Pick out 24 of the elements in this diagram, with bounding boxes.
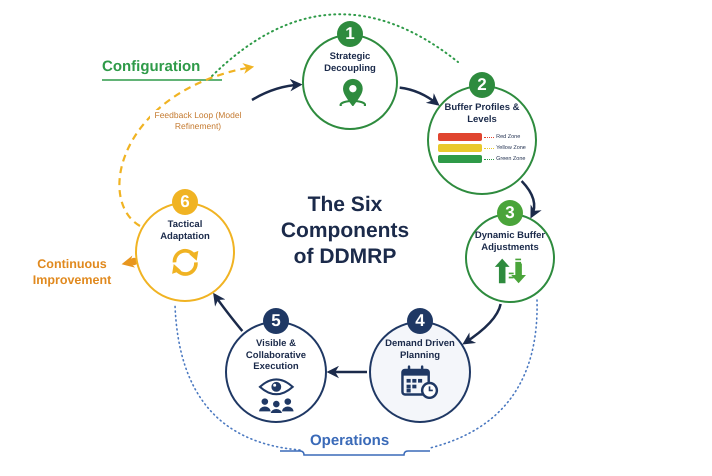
diagram-title: The Six Components of DDMRP xyxy=(280,192,410,270)
step-title: Dynamic Buffer Adjustments xyxy=(474,230,546,253)
dashed-arrow xyxy=(118,64,254,227)
section-label: Configuration xyxy=(102,58,200,75)
step-number-badge: 2 xyxy=(469,72,495,98)
arrow xyxy=(213,292,244,332)
step-number-badge: 6 xyxy=(172,189,198,215)
arrow xyxy=(326,366,367,378)
step-title: Demand Driven Planning xyxy=(384,338,456,361)
step-title: Buffer Profiles & Levels xyxy=(444,102,520,125)
step-number-badge: 4 xyxy=(407,308,433,334)
step-title: Visible & Collaborative Execution xyxy=(244,338,308,372)
step-number-badge: 5 xyxy=(263,308,289,334)
section-label: Operations xyxy=(310,432,390,449)
step-title: Strategic Decoupling xyxy=(323,51,377,74)
arrow xyxy=(462,304,502,345)
step-title: Tactical Adaptation xyxy=(159,219,211,242)
arrow xyxy=(400,86,440,106)
annotation-text: Continuous Improvement xyxy=(22,256,122,288)
step-number-badge: 1 xyxy=(337,21,363,47)
arrow xyxy=(520,180,542,219)
leader-arrow xyxy=(122,255,138,268)
step-number-badge: 3 xyxy=(497,200,523,226)
arrow xyxy=(251,79,303,102)
